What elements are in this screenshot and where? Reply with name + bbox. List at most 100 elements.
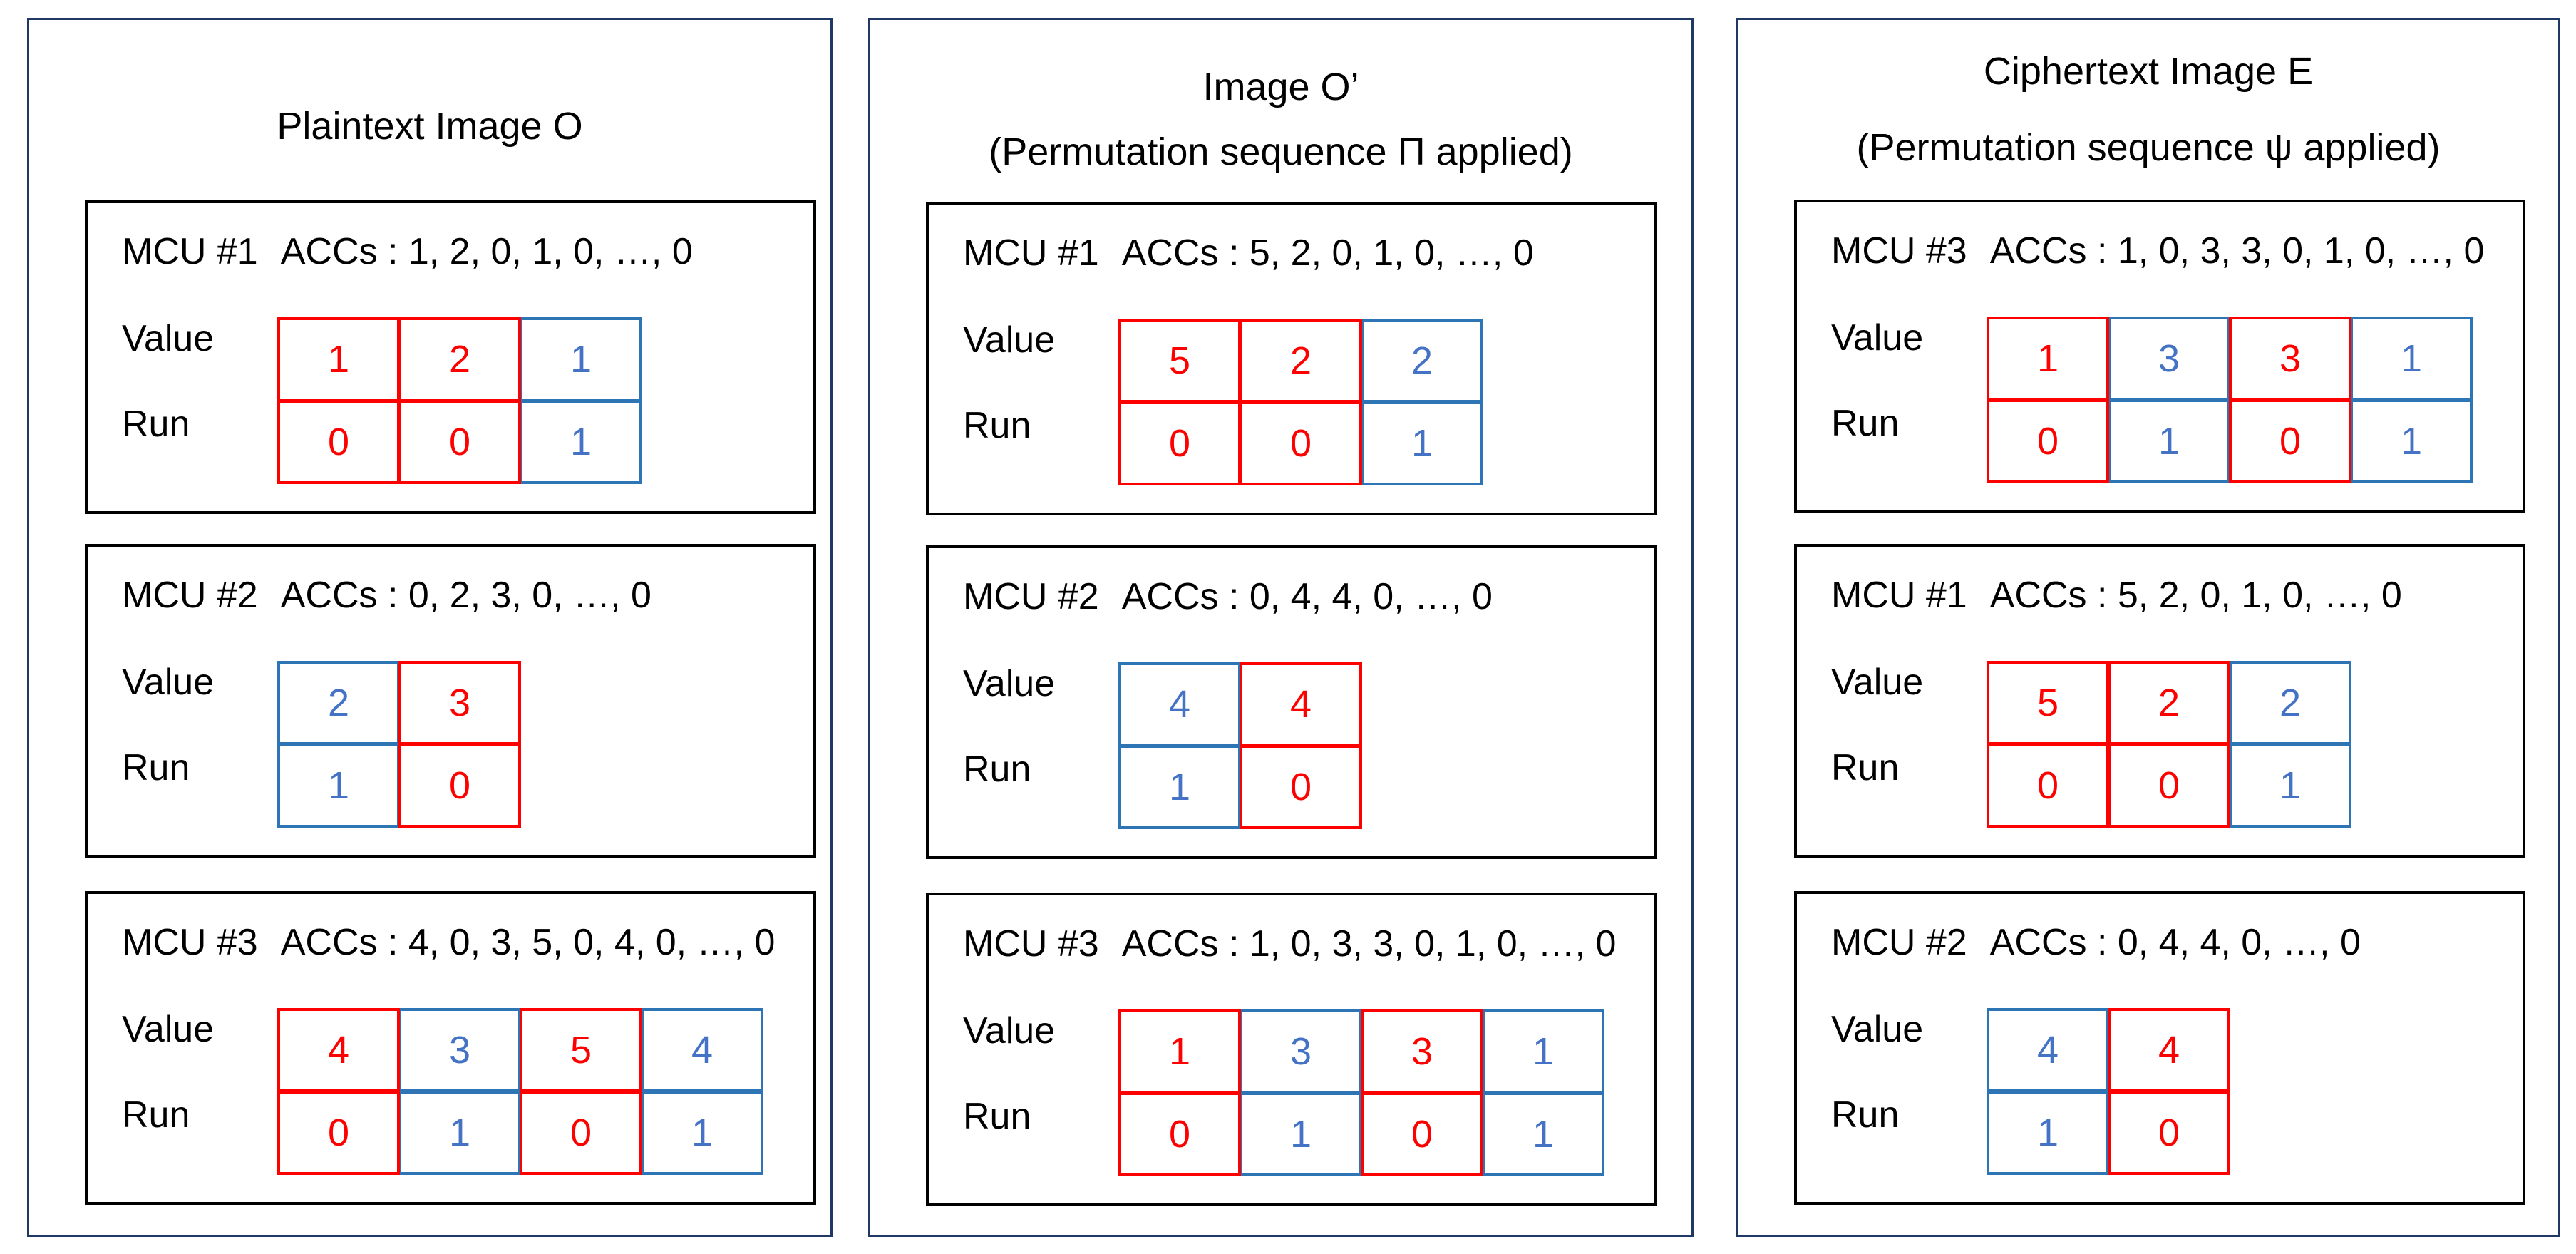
panel-title: Image O’ — [1202, 66, 1359, 108]
run-row-label: Run — [122, 747, 190, 788]
value-cell: 4 — [277, 1008, 400, 1092]
panel-title: Plaintext Image O — [277, 105, 583, 148]
mcu-label: MCU #1 — [963, 232, 1099, 274]
mcu-label: MCU #3 — [122, 922, 258, 963]
value-cell: 3 — [2229, 317, 2351, 401]
mcu-block: MCU #3 ACCs : 4, 0, 3, 5, 0, 4, 0, …, 0 V… — [85, 891, 816, 1205]
run-cell: 1 — [277, 744, 400, 828]
value-cell: 3 — [398, 1008, 521, 1092]
run-cell: 1 — [398, 1091, 521, 1175]
run-cell: 1 — [2108, 399, 2230, 483]
value-row-label: Value — [963, 319, 1056, 361]
panel-subtitle: (Permutation sequence Π applied) — [989, 130, 1573, 173]
value-cell: 4 — [641, 1008, 763, 1092]
run-cell: 0 — [277, 400, 400, 484]
value-row-label: Value — [1831, 1009, 1924, 1050]
run-row-label: Run — [963, 749, 1031, 790]
value-cell: 4 — [1987, 1008, 2109, 1092]
run-cell: 0 — [398, 744, 521, 828]
value-cell: 2 — [398, 317, 521, 401]
value-row-label: Value — [122, 1009, 215, 1050]
value-cell: 2 — [277, 661, 400, 745]
run-cell: 1 — [1987, 1091, 2109, 1175]
value-cell: 2 — [2229, 661, 2351, 745]
value-cell: 1 — [1118, 1009, 1241, 1094]
run-cell: 0 — [2108, 1091, 2230, 1175]
run-cell: 1 — [2229, 744, 2351, 828]
value-cell: 1 — [1482, 1009, 1604, 1094]
mcu-block: MCU #1 ACCs : 5, 2, 0, 1, 0, …, 0 Value R… — [926, 202, 1657, 515]
run-cell: 0 — [1240, 745, 1362, 829]
run-cell: 0 — [1118, 401, 1241, 485]
run-cell: 1 — [1482, 1092, 1604, 1176]
run-cell: 1 — [1361, 401, 1483, 485]
run-cell: 0 — [1118, 1092, 1241, 1176]
run-cell: 1 — [1240, 1092, 1362, 1176]
mcu-header: MCU #3 ACCs : 4, 0, 3, 5, 0, 4, 0, …, 0 — [122, 921, 775, 964]
run-cell: 0 — [277, 1091, 400, 1175]
mcu-accs: ACCs : 1, 0, 3, 3, 0, 1, 0, …, 0 — [1121, 923, 1617, 965]
panel-ciphertext: Ciphertext Image E (Permutation sequence… — [1736, 18, 2560, 1237]
value-row-label: Value — [1831, 662, 1924, 703]
mcu-accs: ACCs : 4, 0, 3, 5, 0, 4, 0, …, 0 — [280, 922, 776, 963]
value-cell: 2 — [1240, 319, 1362, 403]
panel-plaintext: Plaintext Image O MCU #1 ACCs : 1, 2, 0, … — [27, 18, 833, 1237]
mcu-accs: ACCs : 1, 0, 3, 3, 0, 1, 0, …, 0 — [1989, 230, 2485, 272]
run-row-label: Run — [963, 405, 1031, 446]
value-cell: 3 — [398, 661, 521, 745]
mcu-header: MCU #3 ACCs : 1, 0, 3, 3, 0, 1, 0, …, 0 — [1831, 230, 2484, 272]
run-cell: 1 — [641, 1091, 763, 1175]
value-cell: 3 — [1240, 1009, 1362, 1094]
value-cell: 1 — [2350, 317, 2473, 401]
mcu-label: MCU #2 — [963, 576, 1099, 617]
mcu-block: MCU #3 ACCs : 1, 0, 3, 3, 0, 1, 0, …, 0 V… — [1794, 200, 2525, 513]
mcu-label: MCU #3 — [1831, 230, 1967, 272]
mcu-accs: ACCs : 0, 2, 3, 0, …, 0 — [280, 575, 651, 616]
mcu-accs: ACCs : 5, 2, 0, 1, 0, …, 0 — [1121, 232, 1534, 274]
value-row-label: Value — [963, 663, 1056, 704]
mcu-label: MCU #1 — [1831, 575, 1967, 616]
value-cell: 4 — [1118, 662, 1241, 746]
mcu-header: MCU #2 ACCs : 0, 4, 4, 0, …, 0 — [963, 575, 1493, 618]
run-cell: 1 — [1118, 745, 1241, 829]
run-cell: 0 — [2108, 744, 2230, 828]
value-row-label: Value — [122, 318, 215, 359]
value-cell: 1 — [520, 317, 642, 401]
run-cell: 0 — [1987, 399, 2109, 483]
run-cell: 0 — [520, 1091, 642, 1175]
value-cell: 1 — [277, 317, 400, 401]
run-row-label: Run — [122, 404, 190, 445]
value-cell: 5 — [1987, 661, 2109, 745]
value-cell: 4 — [2108, 1008, 2230, 1092]
mcu-accs: ACCs : 0, 4, 4, 0, …, 0 — [1121, 576, 1493, 617]
mcu-label: MCU #2 — [1831, 922, 1967, 963]
run-row-label: Run — [1831, 1094, 1900, 1136]
run-cell: 0 — [398, 400, 521, 484]
mcu-header: MCU #1 ACCs : 5, 2, 0, 1, 0, …, 0 — [963, 232, 1534, 274]
run-cell: 1 — [520, 400, 642, 484]
value-cell: 1 — [1987, 317, 2109, 401]
run-cell: 0 — [1361, 1092, 1483, 1176]
run-cell: 0 — [1240, 401, 1362, 485]
panel-permuted: Image O’ (Permutation sequence Π applied… — [868, 18, 1694, 1237]
value-row-label: Value — [1831, 317, 1924, 359]
mcu-block: MCU #1 ACCs : 1, 2, 0, 1, 0, …, 0 Value R… — [85, 200, 816, 514]
value-cell: 3 — [2108, 317, 2230, 401]
mcu-label: MCU #1 — [122, 231, 258, 272]
value-row-label: Value — [122, 662, 215, 703]
value-cell: 2 — [1361, 319, 1483, 403]
value-cell: 5 — [520, 1008, 642, 1092]
run-cell: 0 — [1987, 744, 2109, 828]
mcu-accs: ACCs : 1, 2, 0, 1, 0, …, 0 — [280, 231, 693, 272]
value-row-label: Value — [963, 1010, 1056, 1052]
value-cell: 3 — [1361, 1009, 1483, 1094]
